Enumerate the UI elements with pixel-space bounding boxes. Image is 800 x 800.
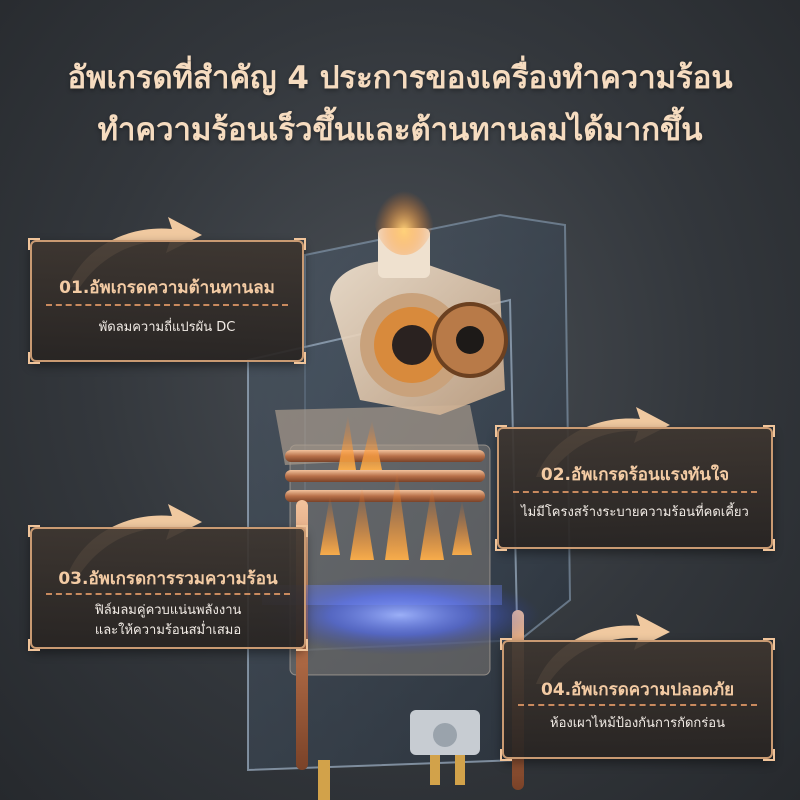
heat-flow-arrows <box>320 415 472 560</box>
feature-1-title: 01.อัพเกรดความต้านทานลม <box>59 278 275 298</box>
feature-3-description-line-2: และให้ความร้อนสม่ำเสมอ <box>94 623 242 638</box>
headline-line-1: อัพเกรดที่สำคัญ 4 ประการของเครื่องทำความ… <box>67 60 733 96</box>
burner-flame-glow <box>260 575 540 655</box>
feature-1-divider <box>46 304 288 306</box>
fan-rotor-hub <box>456 326 484 354</box>
water-inlet-pipe <box>318 760 330 800</box>
burner-band <box>262 585 502 605</box>
feature-3-description-line-1: ฟิล์มลมคู่ควบแน่นพลังงาน <box>94 603 242 618</box>
headline: อัพเกรดที่สำคัญ 4 ประการของเครื่องทำความ… <box>0 52 800 156</box>
feature-card-2: 02.อัพเกรดร้อนแรงทันใจ ไม่มีโครงสร้างระบ… <box>495 425 775 551</box>
feature-1-description: พัดลมความถี่แปรผัน DC <box>98 320 236 335</box>
exhaust-flame <box>374 175 434 255</box>
feature-card-1: 01.อัพเกรดความต้านทานลม พัดลมความถี่แปรผ… <box>28 238 306 364</box>
headline-line-2: ทำความร้อนเร็วขึ้นและต้านทานลมได้มากขึ้น <box>97 112 703 148</box>
feature-card-3: 03.อัพเกรดการรวมความร้อน ฟิล์มลมคู่ควบแน… <box>28 525 308 651</box>
curved-arrow-1 <box>68 217 202 287</box>
gas-valve-assembly <box>410 710 480 785</box>
feature-4-divider <box>518 704 757 706</box>
feature-2-description: ไม่มีโครงสร้างระบายความร้อนที่คดเคี้ยว <box>521 505 749 520</box>
feature-card-4: 04.อัพเกรดความปลอดภัย ห้องเผาไหม้ป้องกัน… <box>500 638 775 761</box>
feature-2-title: 02.อัพเกรดร้อนแรงทันใจ <box>540 465 730 485</box>
fan-motor-core <box>392 325 432 365</box>
curved-arrow-4 <box>536 614 670 684</box>
feature-4-description: ห้องเผาไหม้ป้องกันการกัดกร่อน <box>550 716 725 731</box>
curved-arrow-3 <box>68 504 202 574</box>
feature-2-divider <box>513 491 757 493</box>
feature-4-title: 04.อัพเกรดความปลอดภัย <box>540 680 735 700</box>
curved-arrow-2 <box>536 407 670 477</box>
feature-3-title: 03.อัพเกรดการรวมความร้อน <box>58 569 278 589</box>
feature-3-divider <box>46 593 290 595</box>
